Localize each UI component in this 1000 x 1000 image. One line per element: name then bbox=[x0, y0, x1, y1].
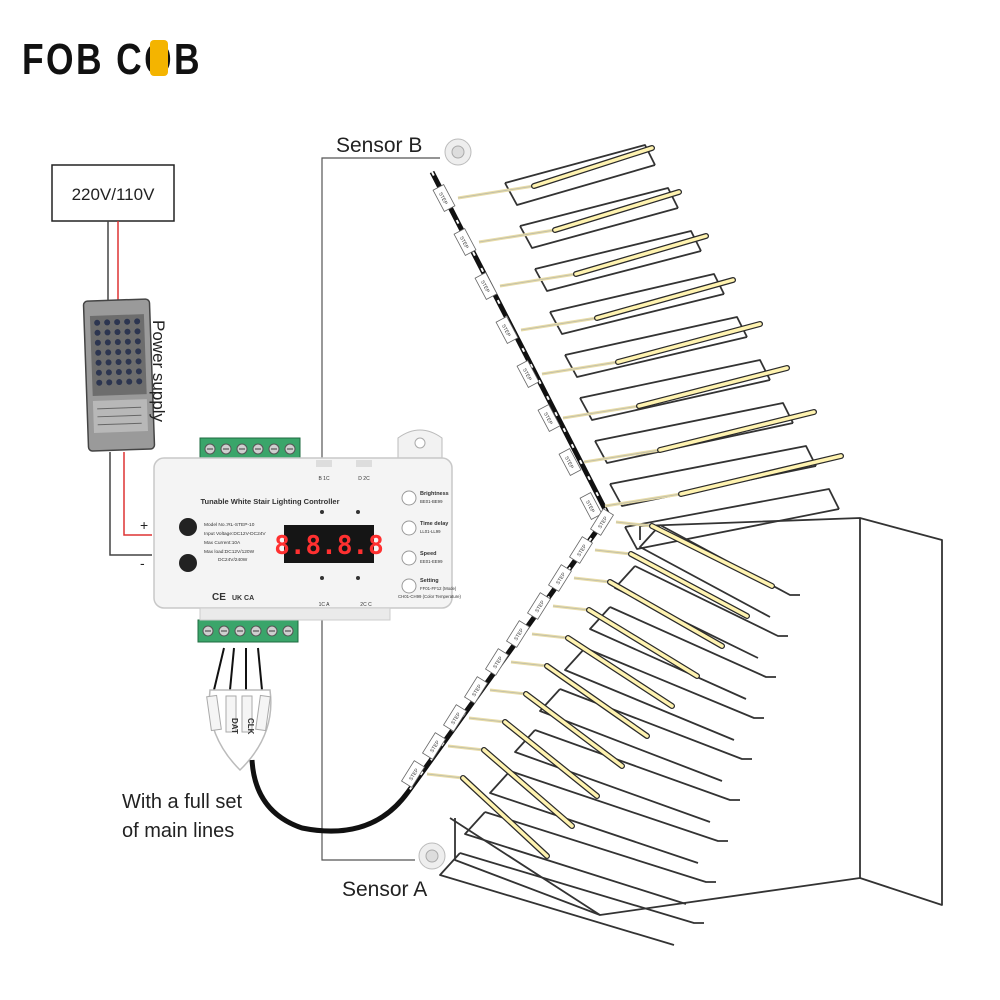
sensor-b-label: Sensor B bbox=[336, 134, 422, 157]
step-module-label: STEP bbox=[458, 236, 470, 251]
step-module-label: STEP bbox=[542, 412, 554, 427]
time-delay-label: Time delay bbox=[420, 521, 449, 527]
sensor-b-icon bbox=[444, 138, 472, 166]
minus-polarity-label: - bbox=[140, 555, 145, 571]
spec-line-3: Max Current:10A bbox=[204, 540, 241, 546]
port-b-label: B 1C bbox=[318, 476, 330, 482]
logo-text: FOB COB bbox=[22, 35, 202, 84]
knob-1-icon[interactable] bbox=[179, 518, 197, 536]
brightness-label: Brightness bbox=[420, 491, 449, 497]
speed-label: Speed bbox=[420, 551, 437, 557]
step-module-label: STEP bbox=[584, 500, 596, 515]
step-module-label: STEP bbox=[437, 192, 449, 207]
setting-range: FF01-FF12 (Mode) bbox=[420, 586, 457, 591]
ukca-mark: UK CA bbox=[232, 595, 254, 602]
speed-button[interactable] bbox=[401, 550, 417, 566]
setting-extra: CH01-CH99 (Color Temperature) bbox=[398, 594, 462, 599]
wire-label-dat: DAT bbox=[230, 718, 239, 734]
brightness-button[interactable] bbox=[401, 490, 417, 506]
port-c-label: 2C C bbox=[360, 602, 372, 608]
main-lines-caption-2: of main lines bbox=[122, 820, 234, 842]
led-display bbox=[284, 525, 374, 563]
setting-button[interactable] bbox=[401, 578, 417, 594]
brightness-range: BE01-BE99 bbox=[420, 499, 443, 504]
speed-range: EE01-EE99 bbox=[420, 559, 443, 564]
step-module-label: STEP bbox=[500, 324, 512, 339]
setting-label: Setting bbox=[420, 578, 439, 584]
port-a-label: 1C A bbox=[319, 602, 331, 608]
power-supply bbox=[82, 298, 156, 452]
main-lines: DAT CLK bbox=[206, 647, 272, 772]
spec-line-1: Model No.:RL-STEP-10 bbox=[204, 522, 255, 528]
logo-accent-icon bbox=[150, 40, 168, 76]
mains-voltage-label: 220V/110V bbox=[72, 185, 156, 204]
main-cable bbox=[249, 170, 611, 834]
port-d-label: D 2C bbox=[358, 476, 370, 482]
spec-line-2: Input Voltage:DC12V-DC24V bbox=[204, 531, 266, 537]
spec-line-4: Max load:DC12V/120W bbox=[204, 549, 255, 555]
staircase bbox=[439, 144, 943, 946]
step-module-label: STEP bbox=[521, 368, 533, 383]
sensor-a-label: Sensor A bbox=[342, 878, 427, 901]
time-delay-button[interactable] bbox=[401, 520, 417, 536]
wire-label-clk: CLK bbox=[246, 718, 255, 735]
plus-polarity-label: + bbox=[140, 517, 148, 533]
time-delay-range: LL01-LL99 bbox=[420, 529, 441, 534]
step-module-label: STEP bbox=[479, 280, 491, 295]
step-modules: STEPSTEPSTEPSTEPSTEPSTEPSTEPSTEPSTEPSTEP… bbox=[401, 145, 844, 859]
power-supply-label: Power supply bbox=[149, 320, 168, 423]
knob-2-icon[interactable] bbox=[179, 554, 197, 572]
ce-mark: CE bbox=[212, 592, 226, 603]
brand-logo: FOB COB bbox=[22, 35, 202, 84]
main-lines-caption-1: With a full set bbox=[122, 791, 242, 813]
step-module-label: STEP bbox=[563, 456, 575, 471]
controller-title: Tunable White Stair Lighting Controller bbox=[200, 497, 339, 506]
spec-line-5: DC24V/240W bbox=[218, 557, 248, 563]
sensor-a-icon bbox=[418, 842, 446, 870]
mains-box bbox=[51, 164, 175, 222]
display-value: 8.8.8.8 bbox=[274, 531, 384, 561]
